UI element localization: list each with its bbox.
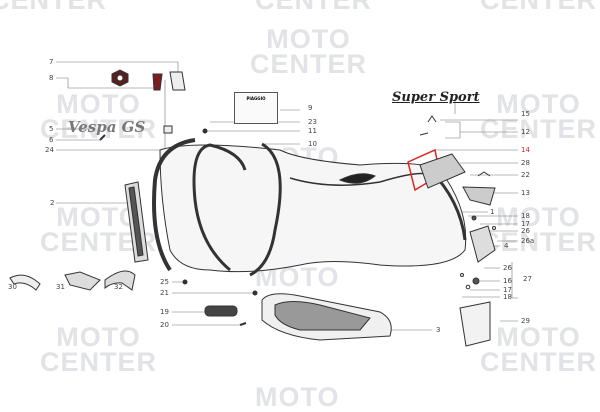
plate-text: PIAGGIO <box>246 96 266 101</box>
callout-18: 18 <box>521 212 530 220</box>
callout-25: 25 <box>160 278 169 286</box>
watermark: CENTER <box>255 0 373 15</box>
callout-26: 26 <box>521 227 530 235</box>
callout-18: 18 <box>503 293 512 301</box>
callout-2: 2 <box>50 199 55 207</box>
callout-29: 29 <box>521 317 530 325</box>
callout-4: 4 <box>504 242 509 250</box>
callout-17: 17 <box>521 220 530 228</box>
callout-23: 23 <box>308 118 317 126</box>
callout-21: 21 <box>160 289 169 297</box>
callout-12: 12 <box>521 128 530 136</box>
callout-24: 24 <box>45 146 54 154</box>
callout-3: 3 <box>436 326 441 334</box>
super-sport-logo: Super Sport <box>392 90 480 105</box>
callout-9: 9 <box>308 104 313 112</box>
callout-31: 31 <box>56 283 65 291</box>
callout-1: 1 <box>490 208 495 216</box>
callout-28: 28 <box>521 159 530 167</box>
callout-14-highlighted: 14 <box>521 146 530 154</box>
callout-22: 22 <box>521 171 530 179</box>
callout-20: 20 <box>160 321 169 329</box>
callout-17: 17 <box>503 286 512 294</box>
watermark: CENTER <box>480 0 598 15</box>
callout-5: 5 <box>49 125 54 133</box>
callout-11: 11 <box>308 127 317 135</box>
vespa-gs-logo: Vespa GS <box>68 118 146 136</box>
callout-30: 30 <box>8 283 17 291</box>
callout-16: 16 <box>503 277 512 285</box>
callout-26: 26 <box>503 264 512 272</box>
parts-drawing <box>9 61 518 347</box>
callout-10: 10 <box>308 140 317 148</box>
callout-13: 13 <box>521 189 530 197</box>
watermark: CENTER <box>0 0 108 15</box>
callout-32: 32 <box>114 283 123 291</box>
callout-27: 27 <box>523 275 532 283</box>
callout-19: 19 <box>160 308 169 316</box>
callout-8: 8 <box>49 74 54 82</box>
callout-26a: 26a <box>521 237 535 245</box>
callout-7: 7 <box>49 58 54 66</box>
callout-15: 15 <box>521 110 530 118</box>
callout-6: 6 <box>49 136 54 144</box>
piaggio-plate: PIAGGIO <box>234 92 278 124</box>
